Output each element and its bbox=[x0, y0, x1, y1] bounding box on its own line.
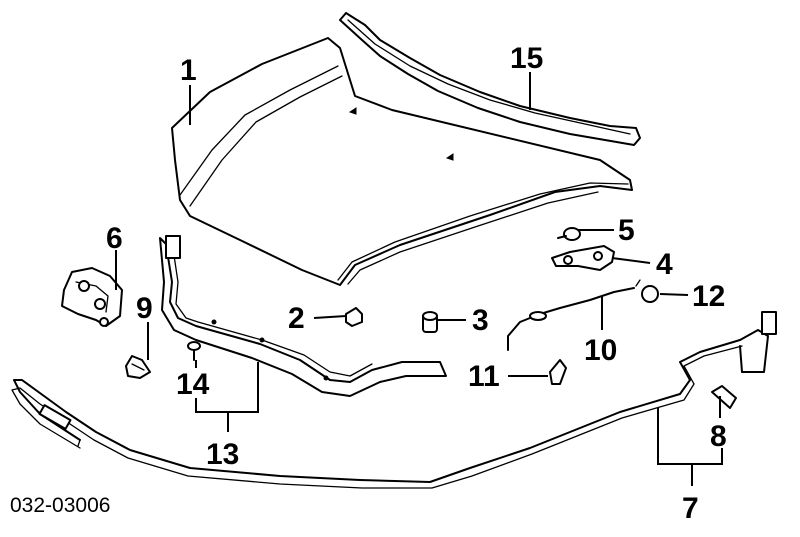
hood-bumper-3 bbox=[422, 311, 438, 333]
callout-6: 6 bbox=[106, 222, 123, 255]
callout-2: 2 bbox=[288, 302, 305, 335]
callout-1: 1 bbox=[180, 54, 197, 87]
callout-15: 15 bbox=[510, 42, 543, 75]
callout-12: 12 bbox=[692, 280, 725, 313]
clip-11 bbox=[549, 359, 567, 385]
callout-11: 11 bbox=[468, 360, 500, 393]
hood-latch bbox=[61, 267, 123, 327]
fastener-14 bbox=[187, 341, 201, 361]
reference-code: 032-03006 bbox=[10, 494, 110, 517]
callout-5: 5 bbox=[618, 214, 635, 247]
grommet-2 bbox=[345, 307, 363, 327]
hood-front-stay bbox=[159, 235, 447, 397]
callout-7: 7 bbox=[682, 492, 699, 525]
bolt-5 bbox=[557, 227, 581, 241]
stopper-12 bbox=[641, 285, 659, 303]
callout-14: 14 bbox=[176, 368, 210, 401]
hood-panel bbox=[171, 37, 633, 286]
callout-4: 4 bbox=[656, 248, 673, 281]
release-cable-7 bbox=[11, 311, 777, 489]
leader-lines bbox=[115, 72, 723, 486]
grommet-8 bbox=[711, 385, 737, 409]
callout-9: 9 bbox=[136, 292, 153, 325]
callout-3: 3 bbox=[472, 304, 489, 337]
callouts: 1 15 6 5 4 12 2 3 10 9 14 11 8 13 7 bbox=[106, 42, 727, 525]
callout-13: 13 bbox=[206, 438, 239, 471]
support-rod-10 bbox=[507, 279, 641, 351]
callout-10: 10 bbox=[584, 334, 617, 367]
hood-seal bbox=[339, 12, 641, 146]
bracket-4 bbox=[551, 245, 615, 271]
callout-8: 8 bbox=[710, 420, 727, 453]
clip bbox=[125, 355, 151, 379]
